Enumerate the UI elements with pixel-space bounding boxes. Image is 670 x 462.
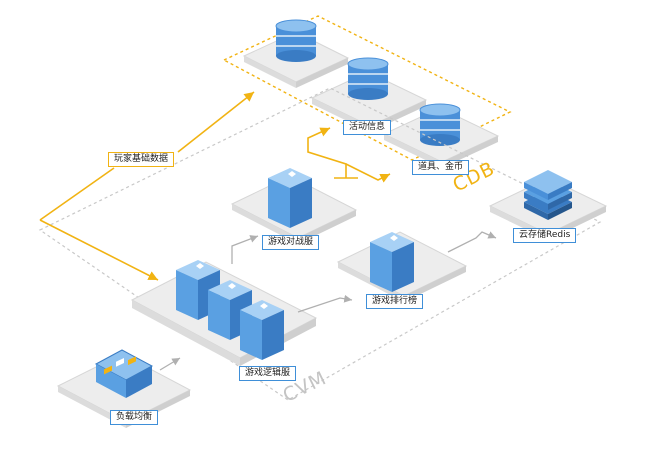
database-icon xyxy=(419,103,461,146)
cdb-branch-flow xyxy=(307,127,391,183)
rank-server-label: 游戏排行榜 xyxy=(366,294,424,309)
logic-server-label: 游戏逻辑服 xyxy=(239,366,297,381)
database-icon xyxy=(275,19,317,62)
player-data-flow xyxy=(39,91,255,281)
database-icon xyxy=(347,57,389,100)
load-balancer-icon xyxy=(94,349,154,398)
cvm-zone xyxy=(38,87,602,401)
gray-flows xyxy=(159,231,497,371)
battle-server-label: 游戏对战服 xyxy=(262,235,320,250)
server-icon xyxy=(268,168,312,228)
server-icon xyxy=(240,300,284,360)
load-balancer-label: 负载均衡 xyxy=(110,410,159,425)
server-icon xyxy=(370,232,414,292)
cloud-redis-label: 云存储Redis xyxy=(513,228,577,243)
redis-icon xyxy=(524,170,572,220)
items-gold-label: 道具、金币 xyxy=(412,160,470,175)
player-data-label: 玩家基础数据 xyxy=(108,152,175,167)
activity-info-label: 活动信息 xyxy=(343,120,392,135)
